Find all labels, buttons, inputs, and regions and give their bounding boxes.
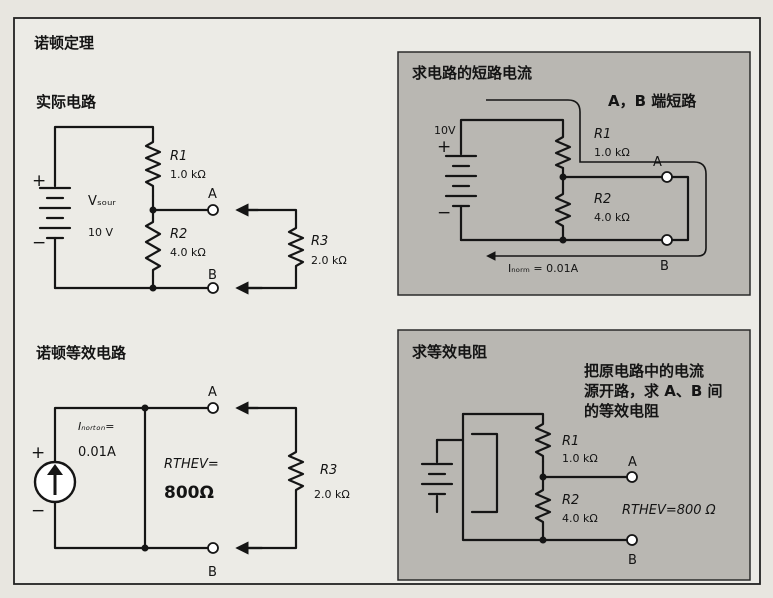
terminal-a-label: A [208,187,217,202]
battery-icon [38,186,72,240]
r3-name: R3 [311,234,328,249]
short-circuit-heading: 求电路的短路电流 [412,64,532,82]
rthev-value: 800Ω [164,483,214,503]
rthev-label: RTHEV= [164,457,219,472]
resistor-r1-icon [534,418,552,464]
node-dot [141,544,149,552]
equiv-resistance-heading: 求等效电阻 [412,343,487,361]
terminal-b-label: B [660,259,669,274]
load-r3-wire [238,208,305,290]
norton-circuit: 诺顿等效电路 + − Iₙₒᵣₜₒₙ= 0.01A RTHEV= 800Ω A … [31,344,350,580]
terminal-b-label: B [208,268,217,283]
equiv-note-line2: 源开路，求 A、B 间 [584,382,723,400]
battery-icon [420,438,454,514]
short-wire [668,175,690,242]
battery-plus: + [32,171,46,191]
node-dot [559,236,567,244]
wire-top [459,118,565,156]
node-dot [149,284,157,292]
resistor-r2-icon [554,188,572,232]
resistor-r2-icon [144,216,162,278]
current-path-arrow-icon [486,99,707,261]
r2-name: R2 [170,227,187,242]
resistor-r2-icon [534,484,552,542]
r2-name: R2 [594,192,611,207]
source-minus: − [31,501,45,521]
wire-top [53,406,209,464]
terminal-a [661,171,673,183]
r3-value: 2.0 kΩ [311,254,347,267]
terminal-b-label: B [208,565,217,580]
equiv-note-line3: 的等效电阻 [584,402,659,420]
load-r3-wire [238,406,305,550]
battery-icon [444,154,478,208]
short-circuit-panel: 求电路的短路电流 A，B 端短路 10V + − R1 1.0 kΩ R2 [397,51,751,296]
wire-bottom [53,500,209,550]
node-dot [539,536,547,544]
short-circuit-current: Iₙₒᵣₘ = 0.01A [508,262,579,275]
terminal-a-label: A [208,385,217,400]
rthev-result: RTHEV=800 Ω [622,503,716,518]
r2-value: 4.0 kΩ [170,246,206,259]
actual-circuit-heading: 实际电路 [36,93,97,111]
node-dot [141,404,149,412]
terminal-b [661,234,673,246]
r1-name: R1 [562,434,579,449]
norton-circuit-heading: 诺顿等效电路 [36,344,127,362]
node-dot [149,206,157,214]
terminal-b [207,282,219,294]
resistor-r1-icon [144,136,162,198]
terminal-a [207,402,219,414]
r1-value: 1.0 kΩ [594,146,630,159]
terminal-b-label: B [628,553,637,568]
r2-value: 4.0 kΩ [562,512,598,525]
r3-value: 2.0 kΩ [314,488,350,501]
r3-name: R3 [320,463,337,478]
r1-value: 1.0 kΩ [562,452,598,465]
r2-value: 4.0 kΩ [594,211,630,224]
equiv-resistance-panel: 求等效电阻 把原电路中的电流 源开路，求 A、B 间 的等效电阻 R1 1.0 … [397,329,751,581]
wire-outer [461,412,545,542]
source-voltage-value: 10V [434,124,456,137]
terminal-a-label: A [628,455,637,470]
node-dot [539,473,547,481]
current-source-icon [33,460,77,504]
r1-value: 1.0 kΩ [170,168,206,181]
r2-name: R2 [562,493,579,508]
battery-plus: + [437,137,451,157]
r1-name: R1 [170,149,187,164]
terminal-b [207,542,219,554]
terminal-a [626,471,638,483]
actual-circuit: 实际电路 + − Vₛₒᵤᵣ 10 V R1 1.0 kΩ R2 4.0 kΩ [32,93,347,295]
wire-inner-loop [470,432,499,514]
resistor-r1-icon [554,132,572,170]
terminal-b [626,534,638,546]
figure-title: 诺顿定理 [34,34,94,52]
node-dot [559,173,567,181]
r1-name: R1 [594,127,611,142]
terminal-a [207,204,219,216]
wire-top [53,125,155,188]
source-plus: + [31,443,45,463]
short-circuit-note: A，B 端短路 [608,92,697,110]
norton-current-value: 0.01A [78,445,116,460]
wire-top [461,412,545,422]
equiv-note-line1: 把原电路中的电流 [584,362,704,380]
norton-current-label: Iₙₒᵣₜₒₙ= [78,420,114,433]
battery-minus: − [32,233,46,253]
battery-minus: − [437,203,451,223]
source-voltage-value: 10 V [88,226,113,239]
source-voltage-label: Vₛₒᵤᵣ [88,194,116,209]
